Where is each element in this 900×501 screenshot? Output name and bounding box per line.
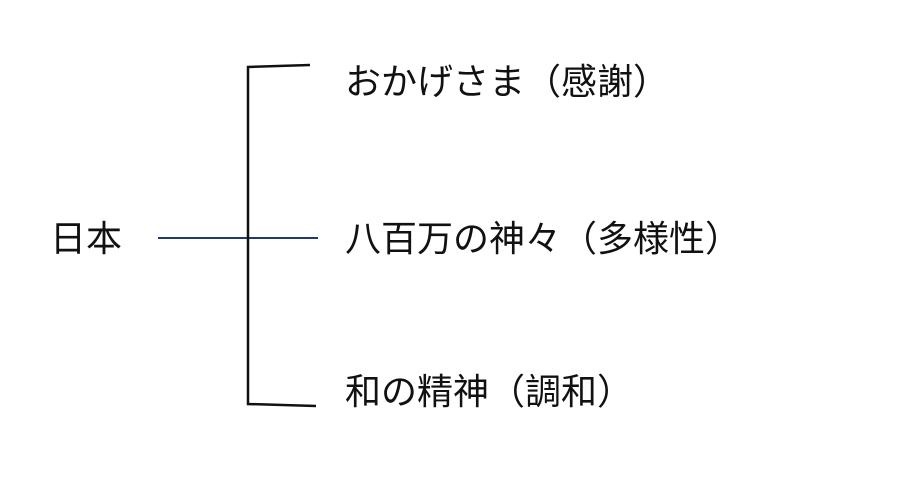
bracket-line xyxy=(246,63,317,408)
branch-gratitude: おかげさま（感謝） xyxy=(345,62,670,103)
branch-diversity: 八百万の神々（多様性） xyxy=(345,219,742,260)
branch-harmony: 和の精神（調和） xyxy=(345,372,634,413)
root-node: 日本 xyxy=(50,219,123,260)
